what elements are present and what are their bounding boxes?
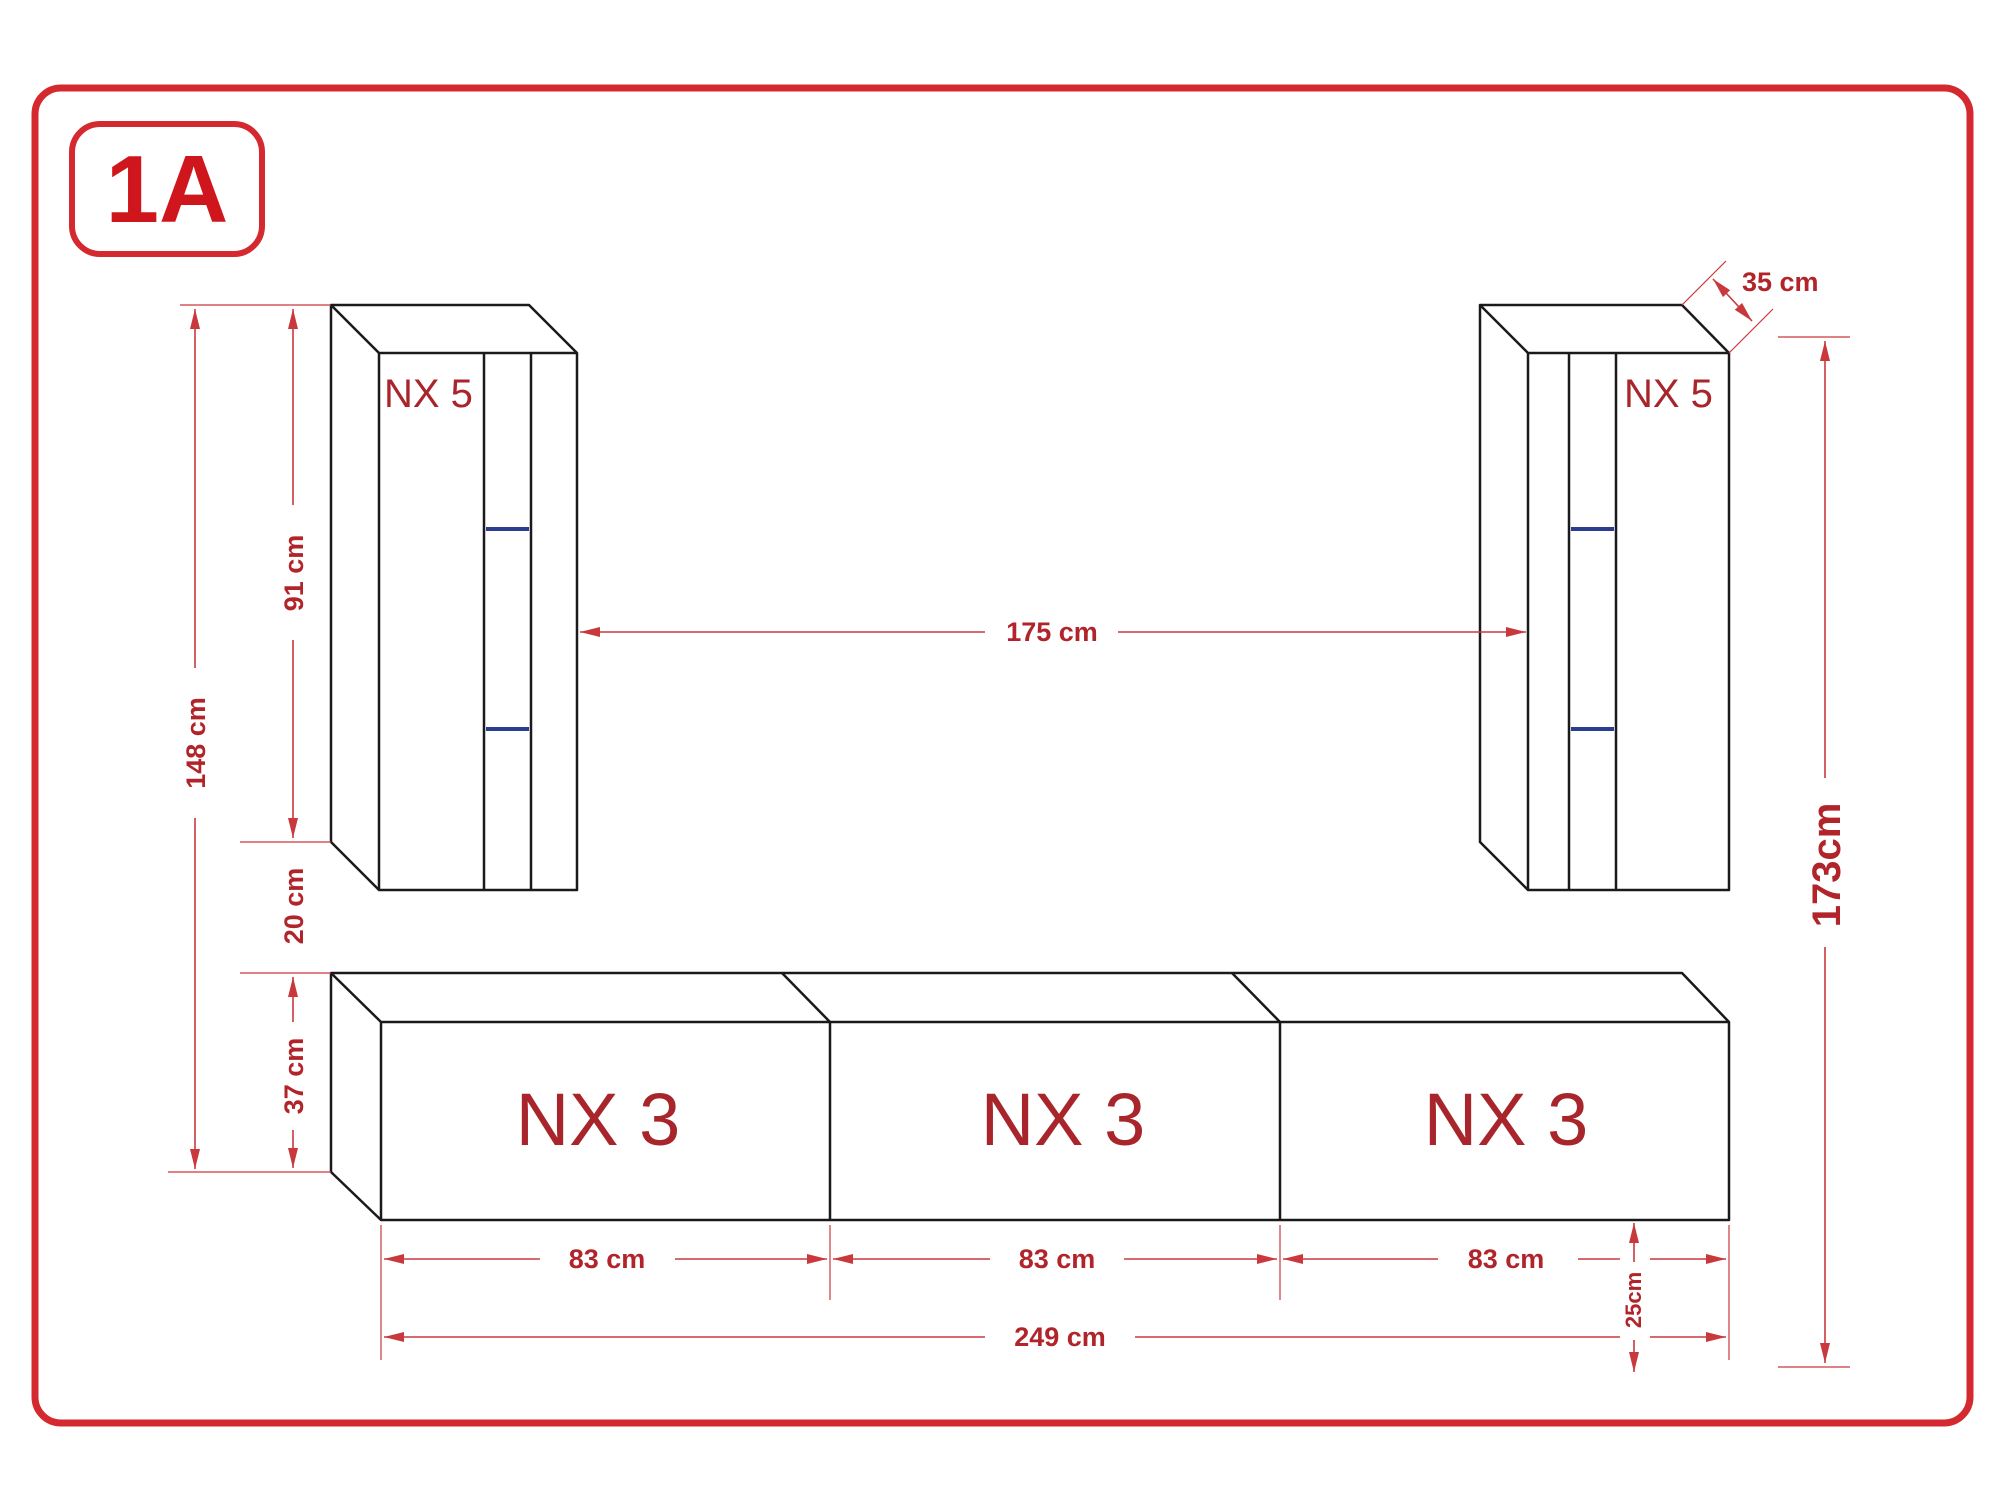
dim-gap-vertical: 20 cm (279, 868, 309, 945)
dim-low-width-1-label: 83 cm (569, 1244, 646, 1274)
dim-tall-height: 91 cm (279, 309, 309, 838)
dim-tall-height-label: 91 cm (279, 535, 309, 612)
dim-floor-clearance: 25cm (1621, 1223, 1646, 1372)
variant-badge: 1A (69, 121, 265, 257)
dim-gap-vertical-label: 20 cm (279, 868, 309, 945)
cabinet-left-tall: NX 5 (329, 303, 579, 892)
cabinet-low-2-label: NX 3 (981, 1078, 1146, 1161)
dim-low-height: 37 cm (279, 977, 309, 1168)
dim-total-width: 249 cm (384, 1322, 1726, 1352)
dim-gap-between-tall: 175 cm (580, 617, 1526, 647)
dim-depth: 35 cm (1712, 267, 1819, 322)
cabinet-right-label: NX 5 (1624, 372, 1713, 416)
outer-frame (31, 84, 1974, 1427)
cabinet-right-tall: NX 5 (1478, 303, 1731, 892)
cabinet-left-label: NX 5 (384, 372, 473, 416)
dim-overall-left: 148 cm (181, 309, 211, 1169)
cabinet-low-row: NX 3 NX 3 NX 3 (329, 971, 1731, 1222)
dim-low-width-3: 83 cm (1283, 1244, 1726, 1274)
dim-total-width-label: 249 cm (1014, 1322, 1106, 1352)
dim-low-width-2-label: 83 cm (1019, 1244, 1096, 1274)
dim-low-width-2: 83 cm (833, 1244, 1277, 1274)
dim-overall-right: 173cm (1805, 341, 1849, 1363)
dim-low-width-1: 83 cm (384, 1244, 827, 1274)
dim-overall-left-label: 148 cm (181, 697, 211, 789)
dim-low-height-label: 37 cm (279, 1038, 309, 1115)
cabinet-low-3-label: NX 3 (1424, 1078, 1589, 1161)
dim-floor-clearance-label: 25cm (1621, 1272, 1646, 1328)
variant-badge-text: 1A (106, 136, 229, 243)
dim-overall-right-label: 173cm (1805, 803, 1849, 928)
extension-lines (168, 260, 1850, 1368)
dim-low-width-3-label: 83 cm (1468, 1244, 1545, 1274)
dim-gap-between-tall-label: 175 cm (1006, 617, 1098, 647)
cabinet-low-1-label: NX 3 (516, 1078, 681, 1161)
dim-depth-label: 35 cm (1742, 267, 1819, 297)
